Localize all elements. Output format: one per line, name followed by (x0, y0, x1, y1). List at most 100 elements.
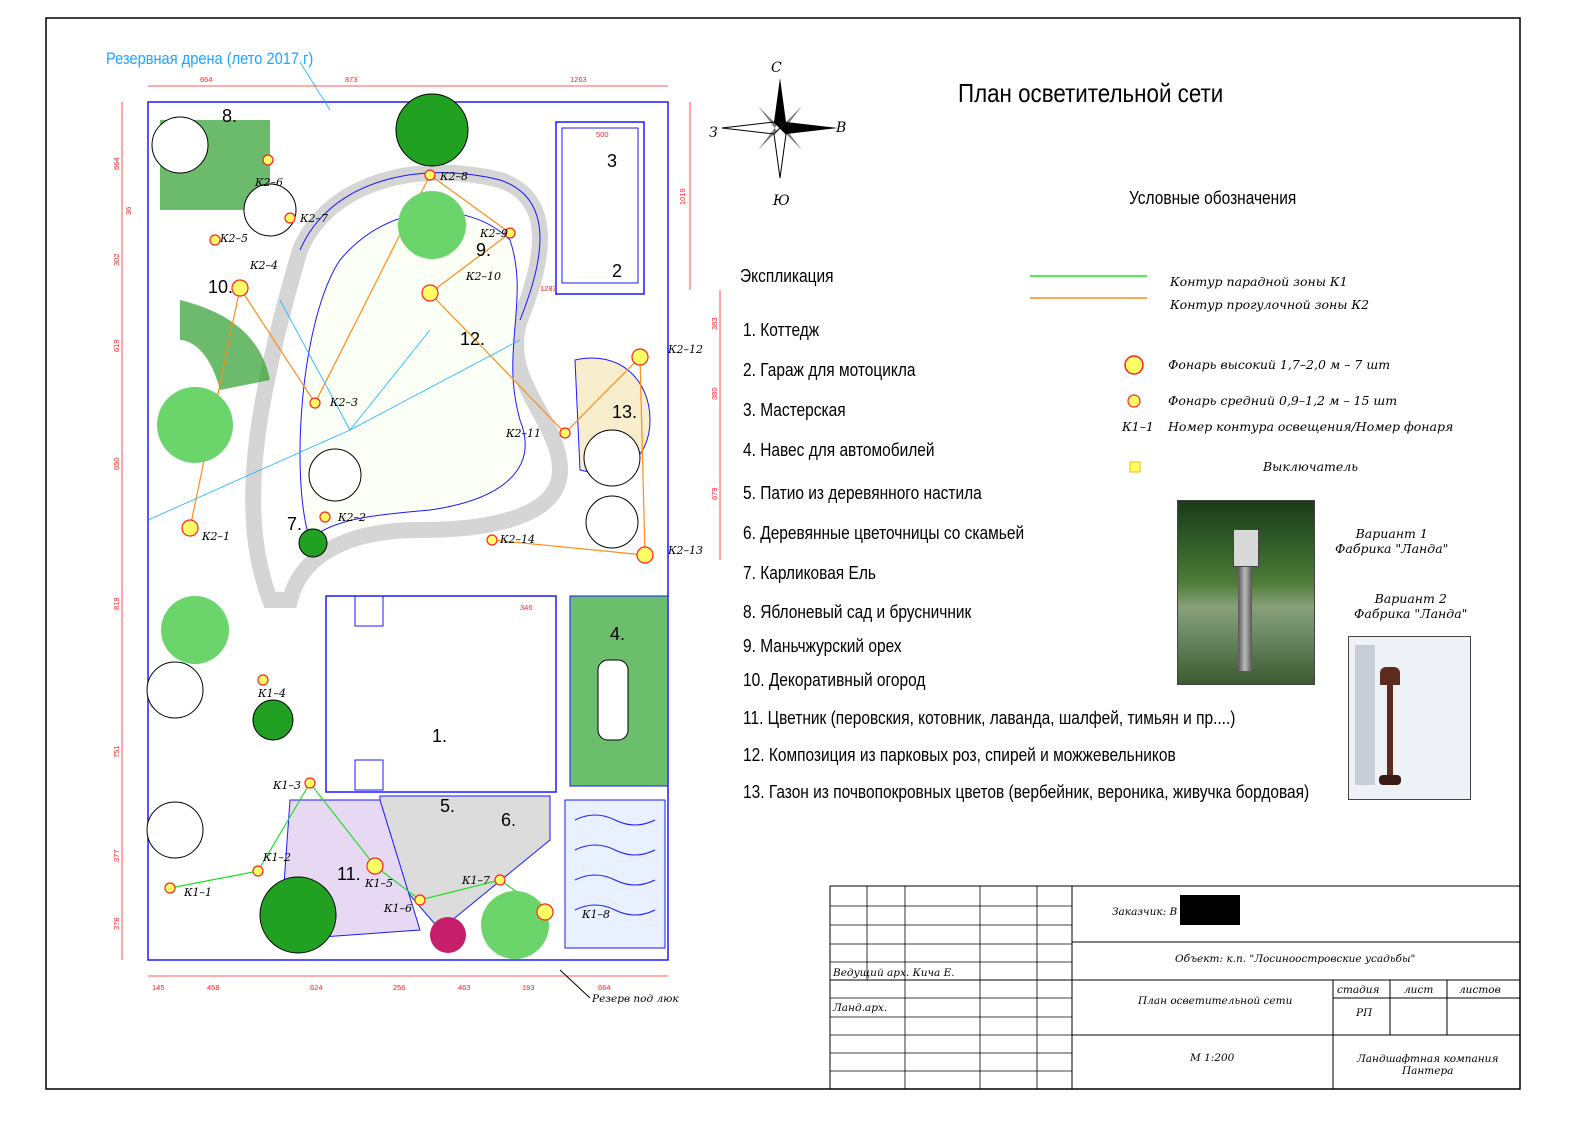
back-steps (354, 759, 384, 791)
dimension-labels-vertical: 664 36 302 619 650 819 751 377 376 1019 … (112, 157, 719, 930)
lamp-label: К1–8 (581, 908, 610, 921)
legend-circuit-number: Номер контура освещения/Номер фонаря (1168, 419, 1454, 434)
svg-text:377: 377 (112, 849, 121, 862)
tb-object: Объект: к.п. "Лосиноостровские усадьбы" (1175, 953, 1415, 965)
tree-outline (583, 429, 641, 487)
svg-text:650: 650 (112, 457, 121, 470)
legend-tall-lamp-icon (1124, 355, 1144, 375)
tree-conifer-large (395, 93, 469, 167)
lamp-label: К1–2 (262, 851, 291, 864)
tb-stage: РП (1355, 1007, 1373, 1019)
drawing-frame (45, 17, 1521, 1090)
shrub (252, 699, 294, 741)
tree-outline (146, 661, 204, 719)
svg-text:1283: 1283 (540, 284, 557, 293)
compass-w: З (709, 125, 718, 141)
lamp-label: К2–3 (329, 396, 358, 409)
cottage (325, 595, 557, 793)
lamp-label: К2–2 (337, 511, 366, 524)
explication-item: 12. Композиция из парковых роз, спирей и… (743, 745, 1176, 765)
explication-item: 7. Карликовая Ель (743, 563, 876, 583)
lamp-labels: К2–1 К2–2 К2–3 К2–4 К2–5 К2–6 К2–7 К2–8 … (183, 170, 703, 921)
zone-6: 6. (501, 810, 516, 830)
legend-switch: Выключатель (1263, 459, 1359, 474)
site-boundary (147, 101, 669, 961)
tb-scale: М 1:200 (1189, 1052, 1235, 1064)
tree-outline (146, 801, 204, 859)
svg-text:193: 193 (522, 983, 535, 992)
lamp-label: К2–5 (219, 232, 248, 245)
zone-5: 5. (440, 796, 455, 816)
lamp-label: К1–3 (272, 779, 301, 792)
lamp-label: К1–4 (257, 687, 286, 700)
car (597, 659, 629, 741)
tree-outline (308, 448, 362, 502)
lamp-label: К2–13 (667, 544, 703, 557)
legend-code: К1–1 (1122, 419, 1154, 434)
zone-9: 9. (476, 240, 491, 260)
tb-company: Ландшафтная компания Пантера (1357, 1053, 1499, 1077)
lamp-label: К2–8 (439, 170, 468, 183)
svg-text:380: 380 (710, 387, 719, 400)
dimension-labels: 664 873 1263 145 458 624 256 463 193 664… (152, 75, 611, 992)
svg-text:346: 346 (520, 603, 533, 612)
legend-medium-lamp-icon (1127, 394, 1141, 408)
lamp-label: К2–7 (299, 212, 328, 225)
tree-walnut (398, 191, 466, 259)
svg-text:819: 819 (112, 597, 121, 610)
lamps (164, 154, 654, 921)
tb-landarch: Ланд.арх. (832, 1002, 887, 1014)
tb-sheet-header: лист (1404, 984, 1433, 996)
zone-10: 10. (208, 277, 233, 297)
lamp-label: К1–1 (183, 886, 212, 899)
legend-tall-lamp: Фонарь высокий 1,7–2,0 м – 7 шт (1168, 357, 1391, 372)
explication-item: 11. Цветник (перовския, котовник, лаванд… (743, 708, 1236, 728)
svg-text:619: 619 (112, 339, 121, 352)
tree (481, 891, 549, 959)
compass-e: В (835, 120, 846, 136)
svg-text:664: 664 (200, 75, 213, 84)
lamp-label: К1–7 (461, 874, 490, 887)
explication-item: 8. Яблоневый сад и брусничник (743, 602, 972, 622)
lamp-label: К2–6 (254, 176, 283, 189)
svg-text:256: 256 (393, 983, 406, 992)
svg-text:458: 458 (207, 983, 220, 992)
lamp-label: К2–4 (249, 259, 278, 272)
legend-switch-icon (1129, 461, 1141, 473)
explication-item: 9. Маньчжурский орех (743, 636, 902, 656)
reserve-hatch-leader (559, 969, 591, 999)
variant-1-caption: Вариант 1 Фабрика "Ланда" (1335, 526, 1449, 556)
svg-text:664: 664 (598, 983, 611, 992)
porch (354, 595, 384, 627)
trees (146, 93, 641, 959)
svg-text:664: 664 (112, 157, 121, 170)
lamp-catalog-variant-2 (1348, 636, 1471, 800)
legend-medium-lamp: Фонарь средний 0,9–1,2 м – 15 шт (1168, 393, 1398, 408)
svg-text:376: 376 (112, 917, 121, 930)
svg-text:500: 500 (596, 130, 609, 139)
path-edge (299, 172, 541, 321)
dwarf-spruce (298, 528, 328, 558)
water-waves (574, 814, 656, 916)
svg-text:751: 751 (112, 745, 121, 758)
lamp-label: К2–11 (505, 427, 541, 440)
zone-11: 11. (337, 864, 361, 884)
svg-text:873: 873 (345, 75, 358, 84)
explication-item: 2. Гараж для мотоцикла (743, 360, 916, 380)
title-block (829, 885, 1521, 1090)
explication-item: 5. Патио из деревянного настила (743, 483, 982, 503)
lamp-label: К2–1 (201, 530, 230, 543)
tree-outline (151, 116, 209, 174)
legend-k1: Контур парадной зоны К1 (1170, 274, 1348, 289)
tb-sheets-header: листов (1459, 984, 1501, 996)
main-lawn (299, 211, 526, 541)
tb-drawing: План осветительной сети (1137, 995, 1293, 1007)
site-plan: 1. 2 3 4. 5. 6. 7. 8. 9. 10. 11. 12. 13.… (112, 61, 721, 1005)
tree-outline (243, 183, 297, 237)
dimension-lines (121, 85, 721, 977)
zone-3: 3 (607, 151, 617, 171)
svg-text:463: 463 (458, 983, 471, 992)
explication-item: 10. Декоративный огород (743, 670, 926, 690)
garage (555, 121, 645, 295)
